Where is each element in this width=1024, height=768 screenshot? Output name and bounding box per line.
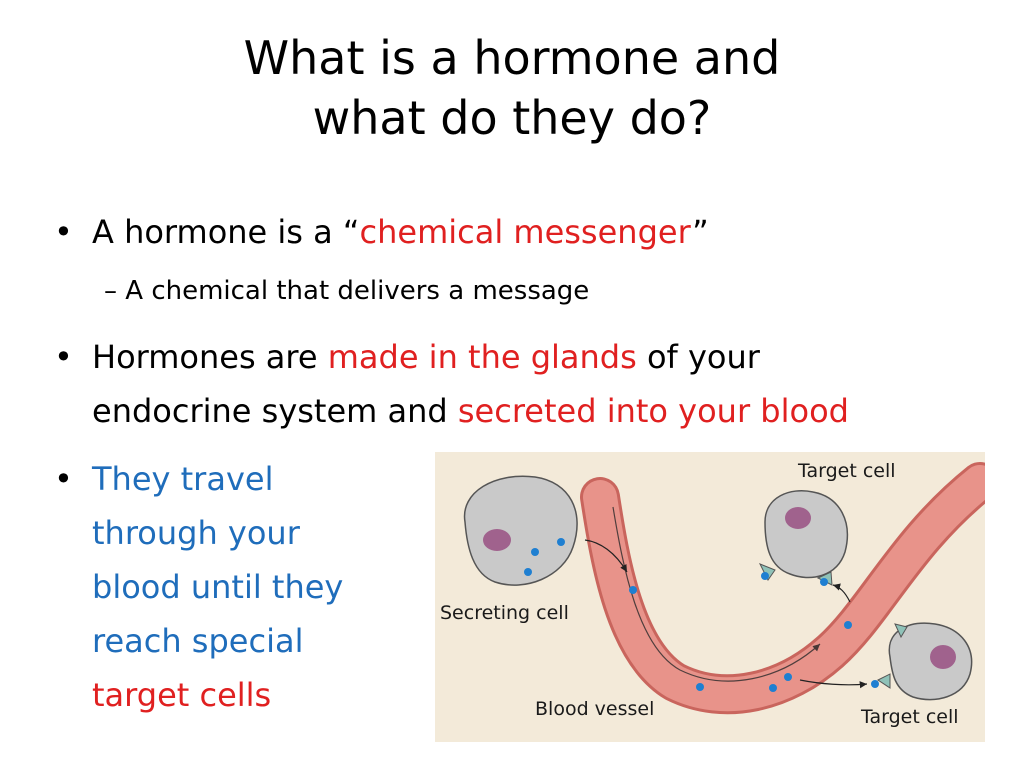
bullet-marker: • <box>54 213 73 251</box>
bullet-glands: • Hormones are made in the glands of you… <box>54 330 849 438</box>
sub-bullet-definition: – A chemical that delivers a message <box>104 271 589 311</box>
hormone-dot <box>524 568 532 576</box>
receptor <box>877 673 891 689</box>
bullet-marker: • <box>54 338 73 376</box>
highlight-target-cells: target cells <box>92 676 272 714</box>
bullet-text: endocrine system and <box>92 392 458 430</box>
highlight-chemical-messenger: chemical messenger <box>359 213 693 251</box>
nucleus <box>483 529 511 551</box>
bullet-text: Hormones are <box>92 338 328 376</box>
travel-line-1: They travel <box>92 460 274 498</box>
sub-bullet-text: A chemical that delivers a message <box>125 276 590 306</box>
label-secreting-cell: Secreting cell <box>440 602 569 624</box>
hormone-dot <box>820 578 828 586</box>
receptor <box>894 623 908 639</box>
blood-vessel-lumen <box>583 465 997 712</box>
bullet-text-end: ” <box>692 213 709 251</box>
target-cell-top <box>758 490 849 586</box>
target-cell-bottom <box>871 622 973 701</box>
title-line-2: what do they do? <box>312 91 712 145</box>
label-target-cell-top: Target cell <box>798 460 896 482</box>
label-blood-vessel: Blood vessel <box>535 698 655 720</box>
receptor <box>758 563 776 581</box>
hormone-dot <box>871 680 879 688</box>
dash-marker: – <box>104 276 117 306</box>
travel-line-2: through your <box>92 514 300 552</box>
bullet-chemical-messenger: • A hormone is a “chemical messenger” <box>54 205 709 259</box>
nucleus <box>930 645 956 669</box>
bullet-travel: • They travel through your blood until t… <box>54 452 344 722</box>
bullet-marker: • <box>54 460 73 498</box>
hormone-dot <box>844 621 852 629</box>
hormone-dot <box>557 538 565 546</box>
blood-flow-line <box>612 506 821 682</box>
hormone-dot <box>696 683 704 691</box>
title-line-1: What is a hormone and <box>243 31 781 85</box>
slide-title: What is a hormone and what do they do? <box>0 28 1024 148</box>
hormone-diagram: Target cell Secreting cell Blood vessel … <box>435 452 1000 742</box>
highlight-secreted-blood: secreted into your blood <box>457 392 849 430</box>
bullet-text: A hormone is a “ <box>92 213 360 251</box>
nucleus <box>785 507 811 529</box>
hormone-dot <box>784 673 792 681</box>
bullet-text: of your <box>636 338 760 376</box>
diagram-svg <box>463 462 1000 715</box>
secreting-cell <box>463 475 578 586</box>
highlight-made-in-glands: made in the glands <box>327 338 637 376</box>
hormone-dot <box>531 548 539 556</box>
hormone-dot <box>761 572 769 580</box>
label-target-cell-bottom: Target cell <box>861 706 959 728</box>
hormone-dot <box>769 684 777 692</box>
travel-line-3: blood until they <box>92 568 344 606</box>
travel-line-4: reach special <box>92 622 304 660</box>
hormone-dot <box>629 586 637 594</box>
